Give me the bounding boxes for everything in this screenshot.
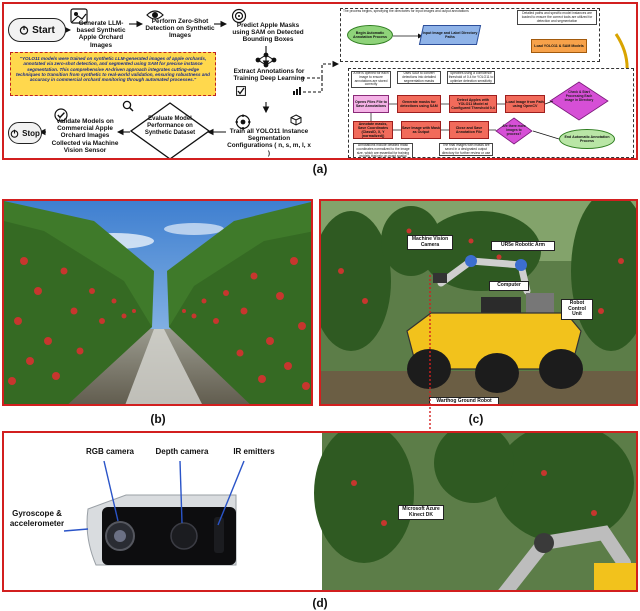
subflow-connectors bbox=[370, 100, 560, 140]
check-circle-icon bbox=[54, 108, 68, 122]
azure-kinect-callout: Microsoft Azure Kinect DK bbox=[398, 505, 444, 521]
brain-gear-icon bbox=[235, 114, 251, 130]
ir-emitters-label: IR emitters bbox=[233, 447, 275, 456]
decision-diamond bbox=[129, 102, 211, 158]
panel-b-orchard-photo bbox=[2, 199, 313, 406]
step-zero-shot-detection: Perform Zero-Shot Detection on Synthetic… bbox=[145, 18, 215, 40]
rgb-camera-label: RGB camera bbox=[85, 447, 135, 456]
summary-quote: "YOLO11 models were trained on synthetic… bbox=[10, 52, 216, 96]
eye-icon bbox=[146, 10, 164, 20]
label-b: (b) bbox=[150, 412, 166, 426]
save-image-node: Save Image with Mask as Output bbox=[401, 121, 441, 139]
more-images-label: Are there more images to process? bbox=[502, 124, 526, 136]
subflow-processing: A file is opened for each image to ensur… bbox=[348, 68, 634, 158]
check-label: Check & Start Processing Each Image in D… bbox=[564, 90, 594, 102]
machine-vision-camera-callout: Machine Vision Camera bbox=[407, 235, 453, 251]
depth-camera-label: Depth camera bbox=[155, 447, 209, 456]
image-generate-icon bbox=[70, 8, 88, 24]
stop-terminal: Stop bbox=[8, 122, 42, 144]
close-file-node: Close and Save Annotation File bbox=[449, 121, 489, 139]
panel-d-azure-kinect: RGB camera Depth camera IR emitters Gyro… bbox=[2, 431, 638, 592]
intro-note: The process begins, specifying the direc… bbox=[343, 9, 469, 13]
load-models-node: Load YOLO11 & SAM Models bbox=[531, 39, 587, 53]
annotate-node: Annotate masks, Save Coordinates (ClassI… bbox=[353, 121, 393, 139]
label-d: (d) bbox=[312, 596, 328, 610]
start-terminal: Start bbox=[8, 18, 66, 42]
begin-annotation-node: Begin Automatic Annotation Process bbox=[347, 25, 393, 45]
stop-label: Stop bbox=[22, 128, 40, 138]
kinect-and-robot-image bbox=[4, 433, 636, 590]
step-train-yolo11: Train all YOLO11 Instance Segmentation C… bbox=[227, 128, 311, 157]
note-coords: Annotations include detailed mask coordi… bbox=[353, 143, 413, 158]
gen-masks-node: Generate masks for detections using SAM bbox=[397, 95, 441, 113]
step-sam-masks: Predict Apple Masks using SAM on Detecte… bbox=[232, 22, 304, 44]
orchard-row-image bbox=[4, 201, 311, 404]
check-diamond bbox=[549, 81, 609, 121]
label-a: (a) bbox=[312, 162, 328, 176]
step-extract-annotations: Extract Annotations for Training Deep Le… bbox=[233, 68, 305, 83]
more-images-diamond bbox=[495, 117, 533, 145]
load-image-node: Load Image from Path using OpenCV bbox=[505, 95, 545, 113]
end-annotation-node: End Automatic Annotation Process bbox=[559, 129, 615, 149]
panel-c-robot-photo: Machine Vision Camera UR5e Robotic Arm C… bbox=[319, 199, 638, 406]
detect-apples-node: Detect Apples with YOLO11 Model at Confi… bbox=[449, 95, 497, 113]
step-generate-synthetic-images: Generate LLM-based Synthetic Apple Orcha… bbox=[76, 20, 126, 49]
cube-icon bbox=[290, 114, 302, 126]
subflow-setup: The process begins, specifying the direc… bbox=[340, 8, 600, 62]
step-validate-commercial: Validate Models on Commercial Apple Orch… bbox=[51, 118, 119, 154]
checkbox-icon bbox=[236, 86, 246, 96]
evaluate-label: Evaluate Model Performance on Synthetic … bbox=[144, 116, 196, 136]
ur5e-arm-callout: UR5e Robotic Arm bbox=[491, 241, 555, 251]
step-evaluate-performance: Evaluate Model Performance on Synthetic … bbox=[129, 102, 211, 158]
open-file-node: Opens Files File to Save Annotations bbox=[353, 95, 389, 113]
gyroscope-label: Gyroscope & accelerometer bbox=[9, 509, 65, 528]
note-sam: Uses SAM to convert detections into deta… bbox=[397, 71, 441, 85]
panel-a-workflow: Start Generate LLM-based Synthetic Apple… bbox=[2, 2, 638, 160]
detailed-note: Detailed paths and specific model instan… bbox=[517, 10, 597, 26]
power-icon bbox=[19, 25, 29, 35]
robot-control-unit-callout: Robot Control Unit bbox=[561, 299, 593, 320]
magnifier-icon bbox=[122, 100, 134, 112]
chart-icon bbox=[293, 87, 301, 95]
network-icon bbox=[255, 52, 277, 68]
note-file: A file is opened for each image to ensur… bbox=[351, 71, 391, 89]
note-yolo: Specifies using a confidence threshold o… bbox=[447, 71, 495, 85]
label-c: (c) bbox=[468, 412, 484, 426]
computer-callout: Computer bbox=[489, 281, 529, 291]
power-icon bbox=[10, 129, 19, 138]
note-final: The final images with masks are saved in… bbox=[439, 143, 493, 157]
start-label: Start bbox=[32, 24, 55, 36]
target-icon bbox=[231, 8, 247, 24]
